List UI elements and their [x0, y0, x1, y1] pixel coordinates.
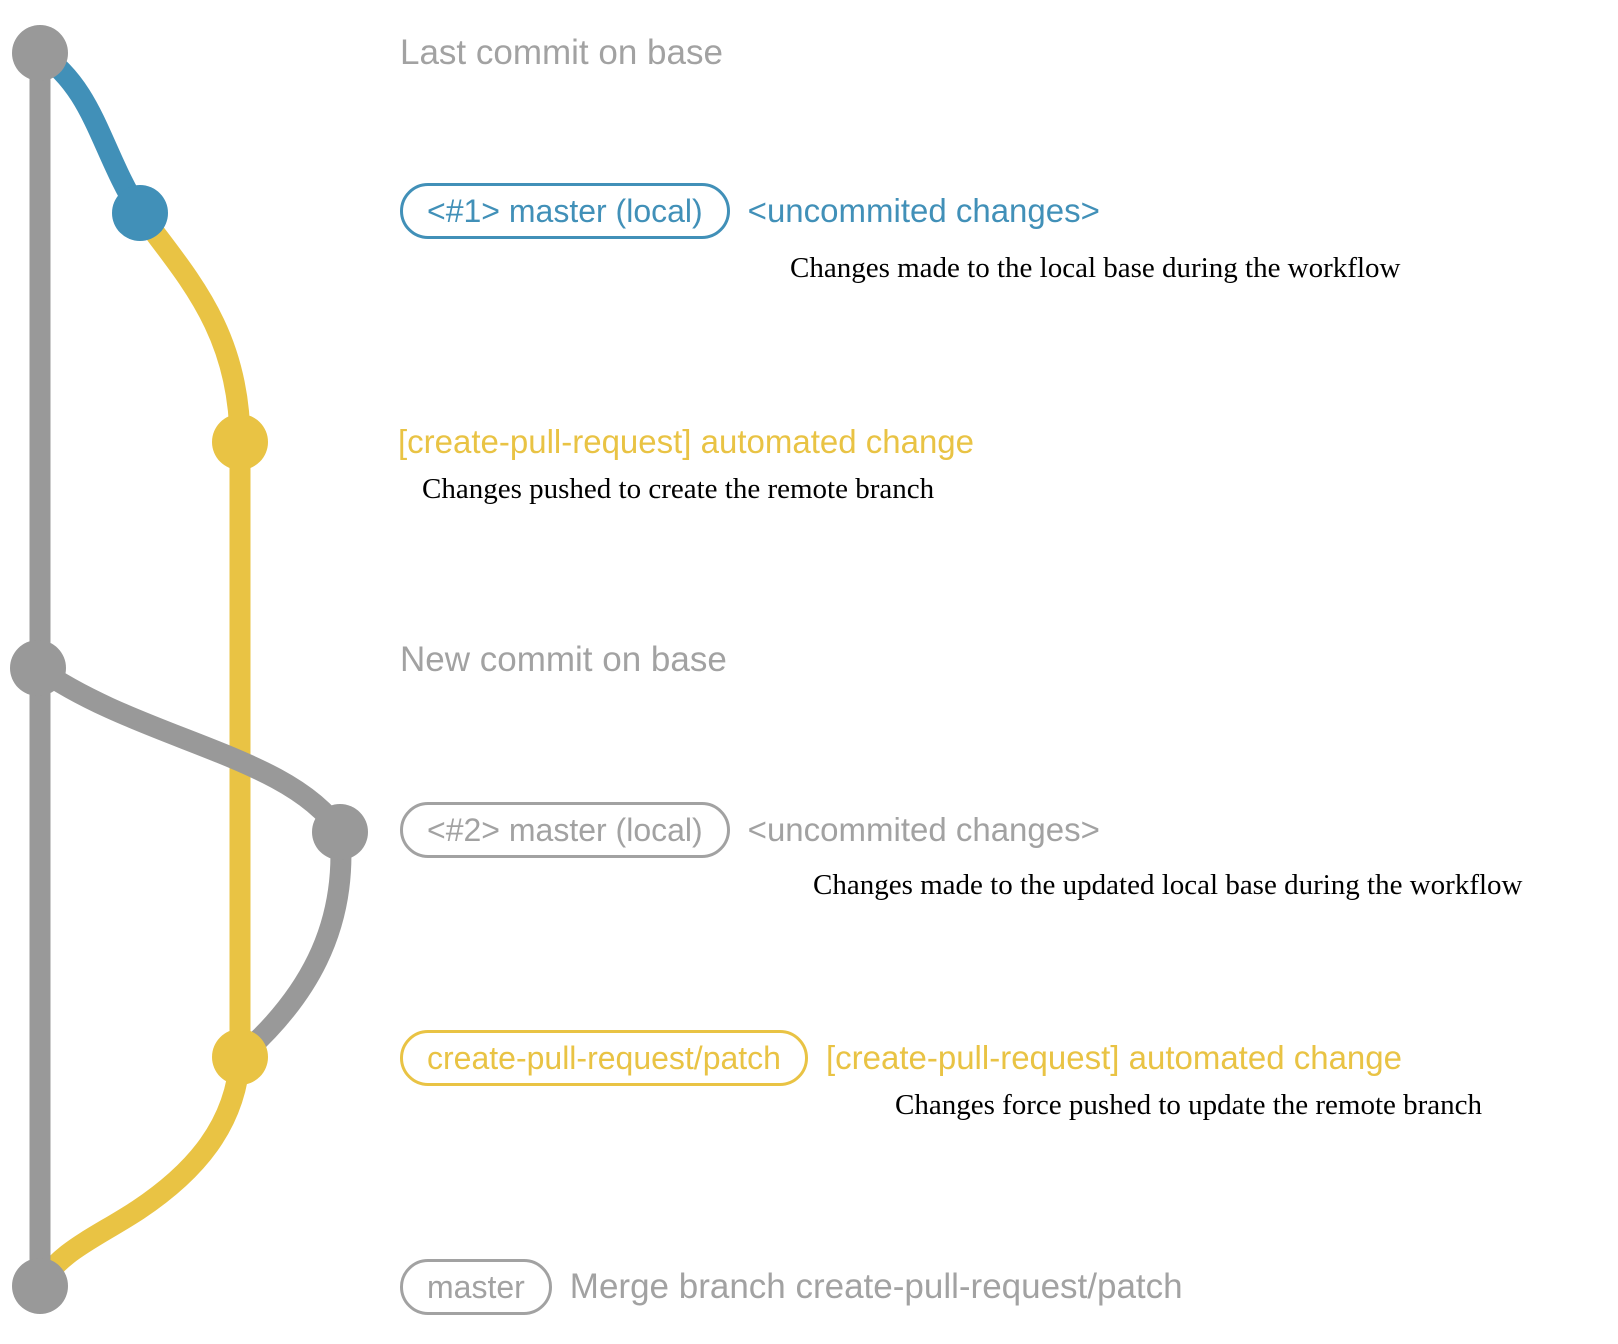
annotation-new-commit-on-base: New commit on base [400, 640, 727, 679]
branch-badge-master-local-1: <#1> master (local) [400, 183, 730, 239]
branch-line-create-pull-request [29, 202, 251, 1297]
branch-badge-master-local-2: <#2> master (local) [400, 802, 730, 858]
branch-badge-create-pull-request-patch: create-pull-request/patch [400, 1030, 808, 1086]
commit-dot-base-new [10, 640, 66, 696]
commit-dot-remote-1 [212, 414, 268, 470]
commit-dot-remote-2 [212, 1029, 268, 1085]
branch-line-local1 [29, 42, 151, 224]
commit-dot-local-1 [112, 185, 168, 241]
commit-description-local-2: Changes made to the updated local base d… [813, 869, 1523, 901]
commit-message-local-2: <uncommited changes> [747, 811, 1100, 848]
commit-message-merge: Merge branch create-pull-request/patch [569, 1267, 1183, 1306]
annotation-last-commit-on-base: Last commit on base [400, 33, 723, 72]
commit-dot-local-2 [312, 804, 368, 860]
commit-description-local-1: Changes made to the local base during th… [790, 252, 1401, 284]
branch-line-local2-lower [229, 821, 352, 1068]
commit-dot-base-last [12, 25, 68, 81]
commit-message-remote-2: [create-pull-request] automated change [825, 1039, 1402, 1076]
commit-message-local-1: <uncommited changes> [747, 192, 1100, 229]
commit-description-remote-1: Changes pushed to create the remote bran… [422, 473, 935, 505]
branch-line-local2-upper [27, 657, 351, 843]
commit-description-remote-2: Changes force pushed to update the remot… [895, 1089, 1483, 1121]
commit-message-remote-1: [create-pull-request] automated change [398, 423, 975, 460]
branch-badge-master: master [400, 1259, 552, 1315]
commit-dot-merge [12, 1258, 68, 1314]
